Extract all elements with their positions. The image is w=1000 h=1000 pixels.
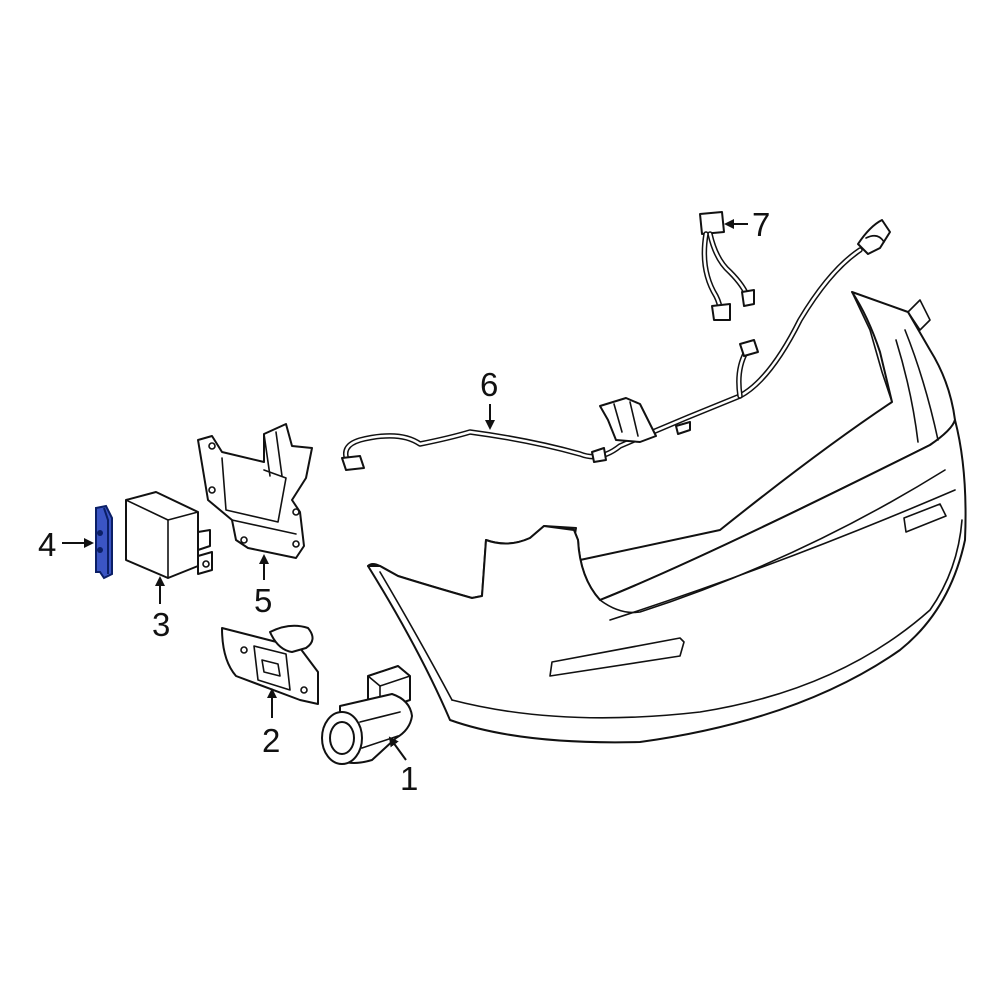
callout-6: 6 [480,366,498,430]
mounting-bracket [197,423,313,559]
callout-label-7: 7 [752,206,770,243]
control-module [125,491,213,579]
callout-label-3: 3 [152,606,170,643]
callout-7: 7 [724,206,770,243]
callout-1: 1 [388,736,418,797]
highlighted-bracket-shape [95,504,113,580]
sensor-bracket [221,624,319,705]
callout-label-2: 2 [262,722,280,759]
callout-label-1: 1 [400,760,418,797]
callout-2: 2 [262,688,280,759]
callout-label-5: 5 [254,582,272,619]
callout-4: 4 [38,526,94,563]
callout-5: 5 [254,554,272,619]
callout-3: 3 [152,576,170,643]
connector-harness [699,211,755,321]
callout-label-6: 6 [480,366,498,403]
module-bracket-highlighted [95,504,113,580]
rear-bumper-cover [367,291,967,744]
parking-sensor [321,665,413,765]
wiring-harness [341,219,891,471]
callout-label-4: 4 [38,526,56,563]
